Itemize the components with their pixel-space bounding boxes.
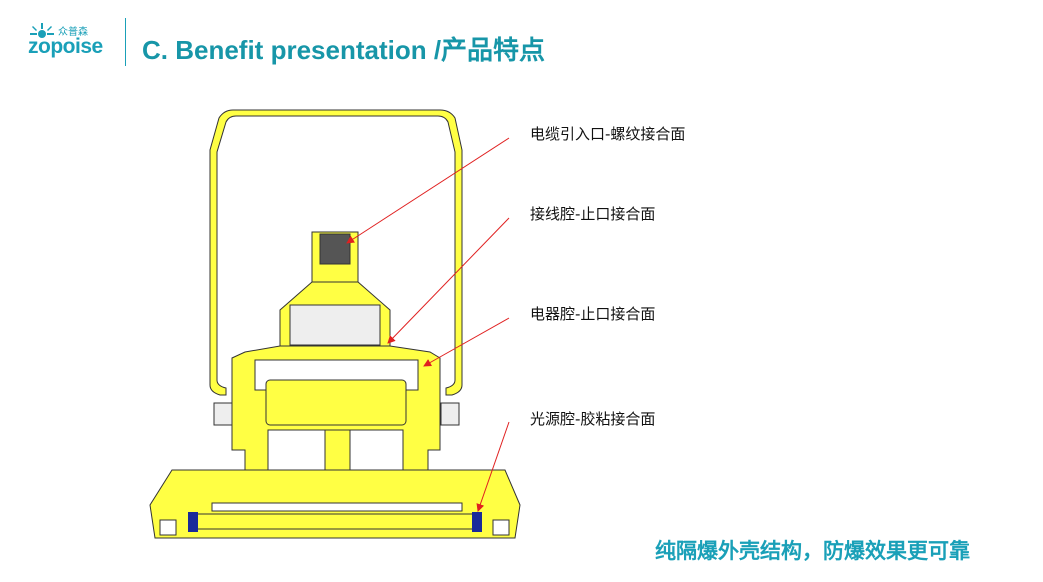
callout-arrow-2 bbox=[387, 217, 510, 344]
lens bbox=[191, 513, 479, 530]
callout-arrow-3 bbox=[423, 317, 510, 367]
page-title: C. Benefit presentation /产品特点 bbox=[142, 35, 546, 65]
logo-sun-icon bbox=[30, 23, 54, 38]
footer-tagline: 纯隔爆外壳结构，防爆效果更可靠 bbox=[655, 539, 970, 563]
callout-arrow-1 bbox=[346, 137, 510, 244]
header-divider bbox=[125, 18, 126, 66]
callout-arrow-4 bbox=[476, 421, 510, 512]
guard-frame bbox=[209, 109, 463, 396]
callout-label-light-source-cavity: 光源腔-胶粘接合面 bbox=[530, 410, 656, 428]
callout-label-electrical-cavity: 电器腔-止口接合面 bbox=[530, 305, 656, 323]
callout-label-junction-cavity: 接线腔-止口接合面 bbox=[530, 205, 656, 223]
seal-left bbox=[188, 512, 198, 532]
callout-label-cable-entry: 电缆引入口-螺纹接合面 bbox=[530, 125, 686, 143]
seal-right bbox=[472, 512, 482, 532]
logo-chinese-text: 众普森 bbox=[58, 27, 88, 38]
logo-text: zopoise bbox=[28, 35, 103, 58]
